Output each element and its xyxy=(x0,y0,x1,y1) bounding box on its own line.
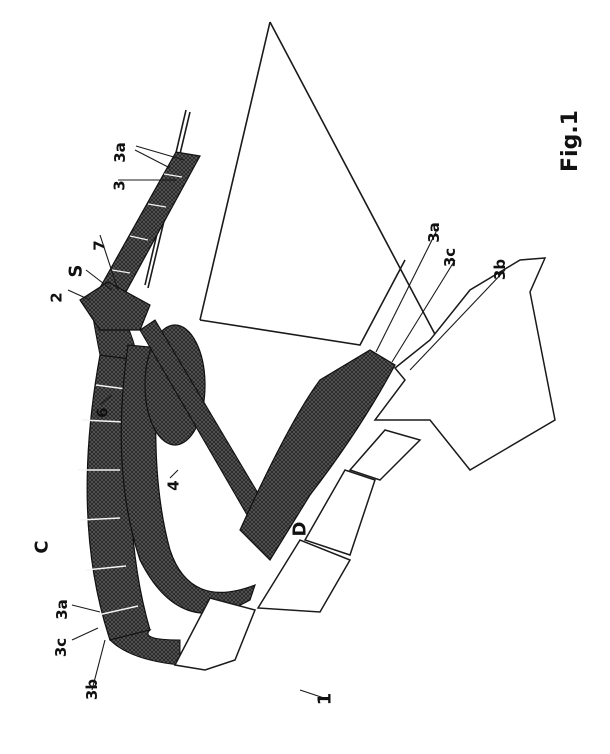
label-3c-right: 3c xyxy=(441,247,460,268)
connector-block xyxy=(79,281,151,331)
label-2: 2 xyxy=(47,292,66,303)
label-6: 6 xyxy=(93,407,112,418)
label-3c-lower: 3c xyxy=(52,637,71,658)
label-1: 1 xyxy=(314,692,336,706)
sail-outline xyxy=(144,21,439,346)
label-3b-right: 3b xyxy=(491,258,510,281)
label-3: 3 xyxy=(110,180,129,191)
blade-segments xyxy=(173,257,556,671)
label-S: S xyxy=(65,264,87,278)
label-3a-upper: 3a xyxy=(110,142,129,163)
label-7: 7 xyxy=(90,240,109,251)
lower-body xyxy=(239,349,396,561)
label-3a-right: 3a xyxy=(424,222,443,243)
label-C: C xyxy=(31,540,53,554)
label-4: 4 xyxy=(164,480,183,491)
label-D: D xyxy=(289,521,311,537)
label-3b-lower: 3b xyxy=(83,678,102,701)
leader-lines xyxy=(67,145,506,701)
figure-caption: Fig.1 xyxy=(557,110,583,172)
label-3a-lower: 3a xyxy=(52,599,71,620)
